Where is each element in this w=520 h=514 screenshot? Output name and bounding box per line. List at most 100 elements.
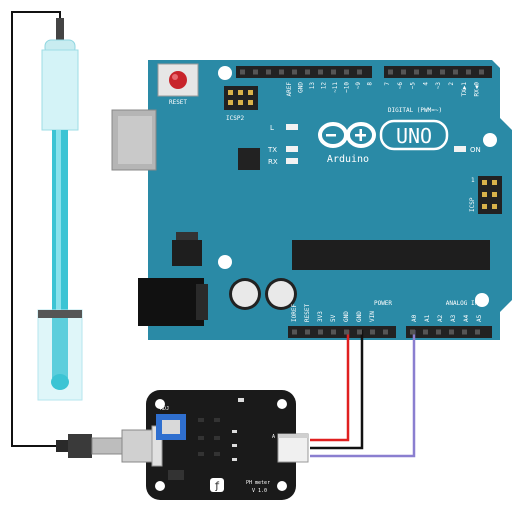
led-rx-label: RX — [268, 158, 278, 166]
ph-meter-board: ADJ ƒ PH meter V 1.0 A — [56, 390, 309, 500]
pin-label: 8 — [367, 82, 374, 86]
led-l — [286, 124, 298, 130]
digital-label: DIGITAL (PWM=~) — [388, 107, 442, 114]
header-pin — [266, 69, 271, 75]
digital-header-right — [384, 66, 492, 78]
led-on — [454, 146, 466, 152]
pin-label: TX▶1 — [461, 82, 468, 97]
pin-label: A2 — [437, 314, 444, 322]
pin-label: 5V — [330, 314, 337, 322]
pin-label: A4 — [463, 314, 470, 322]
icsp2-header — [224, 86, 258, 110]
header-pin — [344, 329, 349, 335]
brand-label: Arduino — [327, 154, 369, 165]
header-pin — [305, 69, 310, 75]
voltage-regulator — [172, 232, 202, 266]
icsp-header — [478, 176, 502, 214]
header-pin — [383, 329, 388, 335]
df-logo — [210, 478, 224, 492]
icsp-pin1-label: 1 — [471, 177, 475, 184]
adj-potentiometer[interactable] — [156, 414, 186, 440]
pin-label: GND — [298, 82, 305, 93]
header-pin — [344, 69, 349, 75]
header-pin — [279, 69, 284, 75]
header-pin — [292, 69, 297, 75]
reset-label: RESET — [169, 99, 187, 106]
header-pin — [453, 69, 458, 75]
pin-label: ~10 — [344, 82, 351, 93]
pin-label: 2 — [448, 82, 455, 86]
pin-label: 3V3 — [317, 311, 324, 322]
pin-label: A0 — [411, 314, 418, 322]
header-pin — [436, 329, 441, 335]
pin-label: 12 — [321, 82, 328, 90]
header-pin — [318, 329, 323, 335]
pin-label: ~3 — [435, 82, 442, 90]
header-pin — [479, 69, 484, 75]
header-pin — [388, 69, 393, 75]
header-pin — [410, 329, 415, 335]
model-badge — [379, 119, 449, 151]
header-pin — [414, 69, 419, 75]
arduino-logo — [318, 122, 376, 148]
wire-signal-a0 — [310, 330, 416, 458]
pin-label: RX◀0 — [474, 82, 481, 97]
pin-label: ~11 — [332, 82, 339, 93]
ph-meter-name: PH meter — [246, 480, 270, 486]
icsp2-label: ICSP2 — [226, 115, 244, 122]
pin-label: ~9 — [355, 82, 362, 90]
wire-5v — [310, 330, 350, 442]
pin-label: ~5 — [410, 82, 417, 90]
wire-gnd — [310, 330, 364, 450]
header-pin — [475, 329, 480, 335]
header-pin — [331, 69, 336, 75]
pin-label: A3 — [450, 314, 457, 322]
microcontroller — [292, 240, 490, 270]
header-pin — [423, 329, 428, 335]
power-label: POWER — [374, 300, 392, 307]
pin-label: ~6 — [397, 82, 404, 90]
pin-label: GND — [356, 311, 363, 322]
icsp-label: ICSP — [469, 197, 476, 212]
analog-pin-labels: A0 A1 A2 A3 A4 A5 — [411, 314, 483, 322]
header-pin — [466, 69, 471, 75]
led-tx-label: TX — [267, 146, 277, 154]
header-pin — [331, 329, 336, 335]
power-header — [288, 326, 396, 338]
header-pin — [370, 329, 375, 335]
header-pin — [292, 329, 297, 335]
reset-button[interactable] — [157, 63, 199, 97]
header-pin — [318, 69, 323, 75]
led-l-label: L — [270, 124, 274, 132]
led-tx — [286, 146, 298, 152]
header-pin — [449, 329, 454, 335]
digital-header-left — [236, 66, 372, 78]
pin-label: 13 — [309, 82, 316, 90]
model-label: UNO — [396, 124, 432, 148]
pin-label: A5 — [476, 314, 483, 322]
ph-meter-version: V 1.0 — [252, 488, 267, 494]
led-on-label: ON — [470, 146, 481, 154]
header-pin — [253, 69, 258, 75]
header-pin — [427, 69, 432, 75]
adj-label: ADJ — [160, 406, 169, 412]
header-pin — [401, 69, 406, 75]
header-pin — [305, 329, 310, 335]
sensor-connector — [277, 433, 309, 463]
svg-text:ƒ: ƒ — [214, 481, 220, 492]
header-pin — [357, 329, 362, 335]
connector-label: A — [272, 434, 275, 440]
led-rx — [286, 158, 298, 164]
probe-cable — [11, 11, 61, 447]
pin-label: GND — [343, 311, 350, 322]
pin-label: VIN — [369, 311, 376, 322]
capacitor-1 — [229, 278, 261, 310]
pin-label: A1 — [424, 314, 431, 322]
ph-probe — [37, 18, 83, 401]
header-pin — [462, 329, 467, 335]
